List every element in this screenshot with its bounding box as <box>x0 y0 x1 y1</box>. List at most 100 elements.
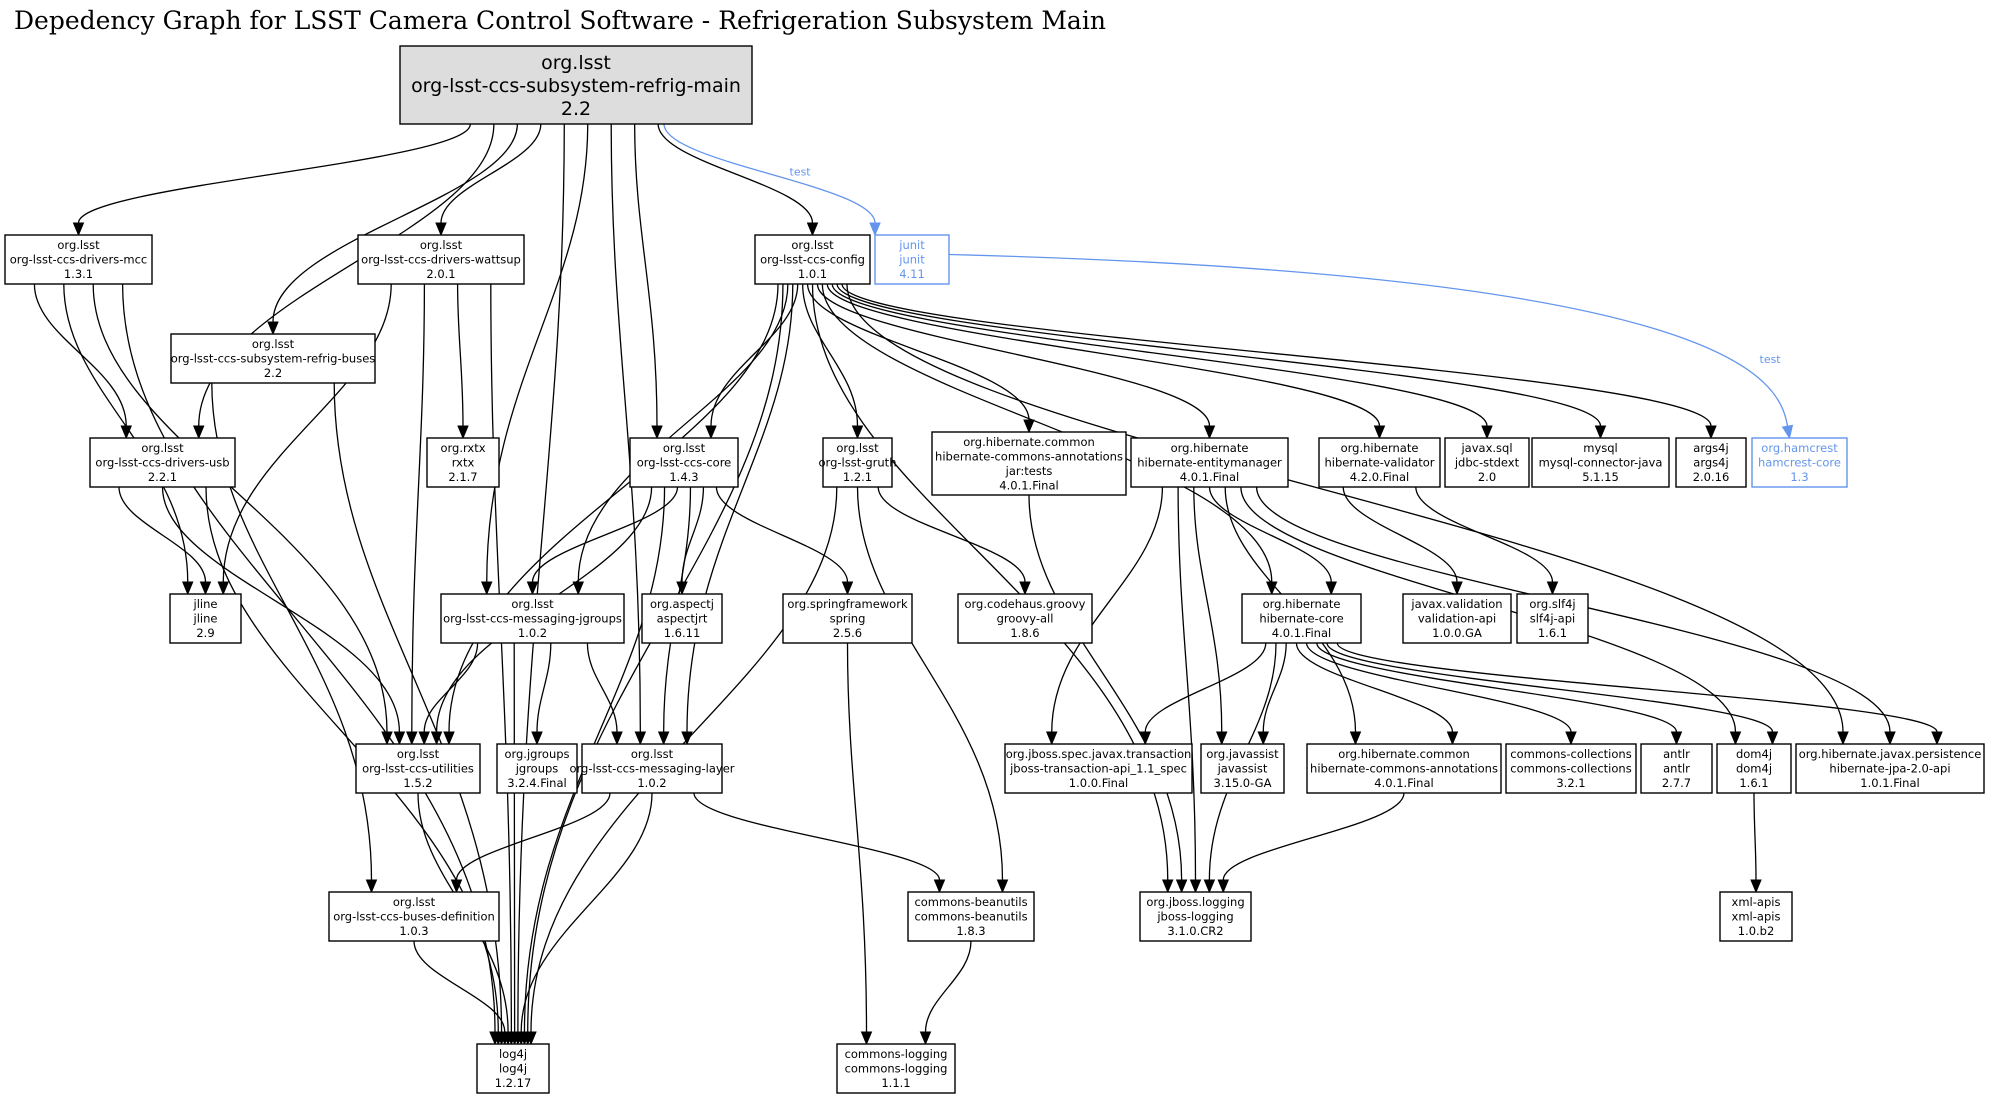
node-group-label: xml-apis <box>1732 895 1781 909</box>
edge-line <box>1028 494 1183 881</box>
graph-title: Depedency Graph for LSST Camera Control … <box>14 6 1106 35</box>
edge-line <box>831 283 1488 427</box>
node-buses[interactable]: org.lsstorg-lsst-ccs-subsystem-refrig-bu… <box>170 333 376 384</box>
edge-hibcore-to-javassist <box>1257 642 1287 746</box>
node-box <box>1004 743 1193 794</box>
node-jta[interactable]: org.jboss.spec.javax.transactionjboss-tr… <box>1004 743 1193 794</box>
node-version-label: 4.11 <box>899 267 925 281</box>
arrowhead-icon <box>1139 731 1151 746</box>
node-busdef[interactable]: org.lsstorg-lsst-ccs-buses-definition1.0… <box>328 891 500 942</box>
arrowhead-icon <box>393 731 406 746</box>
node-hcatests[interactable]: org.hibernate.commonhibernate-commons-an… <box>931 431 1127 496</box>
node-box <box>836 1043 956 1094</box>
node-group-label: org.hibernate <box>1171 441 1249 455</box>
edge-msglayer-to-log4j <box>515 792 653 1046</box>
node-version-label: 1.8.6 <box>1010 626 1039 640</box>
node-artifact-label: hibernate-commons-annotations <box>935 449 1123 463</box>
edge-line <box>1305 642 1572 733</box>
node-msglayer[interactable]: org.lsstorg-lsst-ccs-messaging-layer1.0.… <box>569 743 735 794</box>
node-artifact-label: org-lsst-ccs-drivers-wattsup <box>361 253 521 267</box>
node-box <box>629 437 739 488</box>
node-wattsup[interactable]: org.lsstorg-lsst-ccs-drivers-wattsup2.0.… <box>357 234 525 285</box>
edge-line <box>527 283 784 1033</box>
node-group-label: org.lsst <box>57 238 100 252</box>
node-version-label: 3.2.1 <box>1556 776 1585 790</box>
edge-line <box>801 283 859 427</box>
node-artifact-label: javassist <box>1217 762 1268 776</box>
edge-mcc-to-jline <box>63 283 194 596</box>
edge-line <box>1177 486 1197 881</box>
node-version-label: 1.6.1 <box>1538 626 1567 640</box>
node-box <box>1675 437 1747 488</box>
arrowhead-icon <box>515 1031 527 1046</box>
node-group-label: org.lsst <box>397 747 440 761</box>
edge-config-to-gruth <box>801 283 864 440</box>
arrowhead-icon <box>182 581 194 596</box>
node-version-label: 1.6.1 <box>1739 776 1768 790</box>
edge-line <box>826 283 1381 427</box>
edge-line <box>222 283 392 583</box>
edge-junit-to-hamcrest: test <box>948 253 1794 440</box>
node-jpa[interactable]: org.hibernate.javax.persistencehibernate… <box>1795 743 1985 794</box>
edge-line <box>686 283 794 733</box>
arrowhead-icon <box>651 425 663 440</box>
node-version-label: 2.2.1 <box>148 470 177 484</box>
edge-line <box>63 283 189 583</box>
edge-line <box>423 642 479 733</box>
edge-line <box>440 123 542 224</box>
edge-usb-to-jline <box>118 486 212 596</box>
edge-wattsup-to-rxtx <box>456 283 469 440</box>
node-version-label: 1.6.11 <box>664 626 701 640</box>
node-validator[interactable]: org.hibernatehibernate-validator4.2.0.Fi… <box>1318 437 1441 488</box>
node-entitymanager[interactable]: org.hibernatehibernate-entitymanager4.0.… <box>1130 437 1289 488</box>
node-group-label: org.lsst <box>663 441 706 455</box>
arrowhead-icon <box>443 731 455 746</box>
node-cc[interactable]: commons-collectionscommons-collections3.… <box>1505 743 1637 794</box>
node-hca[interactable]: org.hibernate.commonhibernate-commons-an… <box>1306 743 1502 794</box>
edge-line <box>577 283 789 583</box>
node-group-label: javax.validation <box>1410 597 1502 611</box>
node-version-label: 5.1.15 <box>1582 470 1619 484</box>
edge-wattsup-to-utilities <box>406 283 426 746</box>
node-main[interactable]: org.lsstorg-lsst-ccs-subsystem-refrig-ma… <box>399 45 753 125</box>
node-version-label: 1.0.0.Final <box>1069 776 1128 790</box>
edge-msgjgroups-to-utilities <box>418 642 479 746</box>
node-msgjgroups[interactable]: org.lsstorg-lsst-ccs-messaging-jgroups1.… <box>440 593 625 644</box>
node-group-label: org.lsst <box>252 337 295 351</box>
arrowhead-icon <box>851 425 864 440</box>
node-artifact-label: aspectjrt <box>657 612 708 626</box>
node-group-label: jline <box>193 597 218 611</box>
node-version-label: 1.0.2 <box>518 626 547 640</box>
edge-line <box>1193 486 1223 733</box>
arrowhead-icon <box>1325 581 1337 596</box>
